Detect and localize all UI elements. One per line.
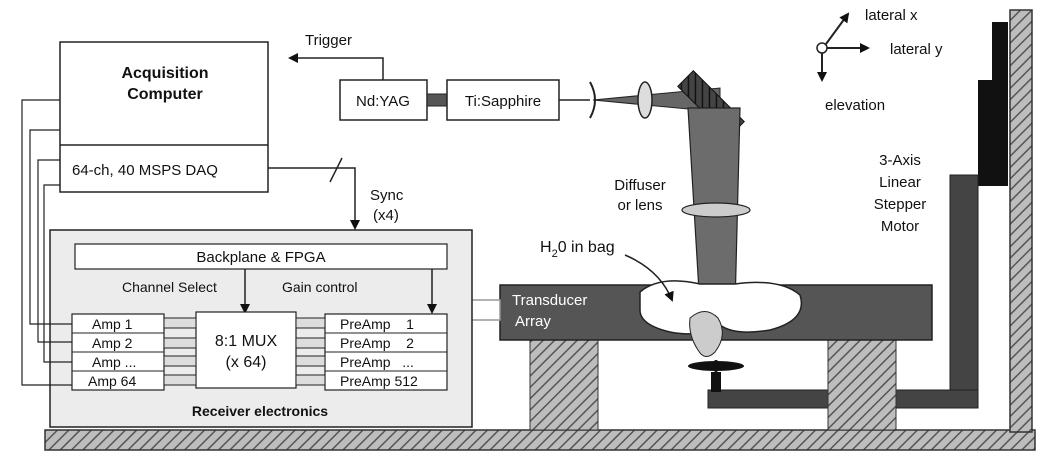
backplane-label: Backplane & FPGA xyxy=(196,249,325,266)
preamp-row-1: PreAmp 1 xyxy=(340,316,414,332)
daq-label: 64-ch, 40 MSPS DAQ xyxy=(72,162,218,179)
transducer-label-1: Transducer xyxy=(512,292,587,309)
mux-label-1: 8:1 MUX xyxy=(215,333,278,350)
diffuser-label-1: Diffuser xyxy=(614,177,665,194)
water-bag xyxy=(639,280,803,335)
water-label: H20 in bag xyxy=(540,239,615,260)
receiver-electronics: Backplane & FPGA Channel Select Gain con… xyxy=(49,229,473,428)
mux-label-2: (x 64) xyxy=(226,354,267,371)
channel-select-label: Channel Select xyxy=(122,279,217,295)
support-right xyxy=(827,337,897,431)
transducer-label-2: Array xyxy=(515,313,551,330)
axis-indicator: lateral x lateral y elevation xyxy=(816,7,943,114)
tisapphire-box xyxy=(446,79,560,121)
motor-label-2: Linear xyxy=(879,174,921,191)
acquisition-computer: Acquisition Computer 64-ch, 40 MSPS DAQ xyxy=(59,41,269,193)
ndyag-box xyxy=(339,79,428,121)
ndyag-label: Nd:YAG xyxy=(356,93,410,110)
trigger-label: Trigger xyxy=(305,32,352,49)
amp-row-2: Amp 2 xyxy=(92,335,133,351)
preamp-row-4: PreAmp 512 xyxy=(340,373,418,389)
amp-row-3: Amp ... xyxy=(92,354,136,370)
gain-control-label: Gain control xyxy=(282,279,357,295)
sync-count-label: (x4) xyxy=(373,207,399,224)
stepper-motor: 3-Axis Linear Stepper Motor xyxy=(707,22,1008,409)
axis-elevation-label: elevation xyxy=(825,97,885,114)
axis-x-label: lateral x xyxy=(865,7,918,24)
preamp-row-3: PreAmp ... xyxy=(340,354,414,370)
amp-row-4: Amp 64 xyxy=(88,373,136,389)
tisapphire-label: Ti:Sapphire xyxy=(465,93,541,110)
motor-label-3: Stepper xyxy=(874,196,927,213)
diffuser-label-2: or lens xyxy=(617,197,662,214)
ground-base xyxy=(44,429,1036,451)
support-left xyxy=(529,337,599,431)
amp-row-1: Amp 1 xyxy=(92,316,133,332)
motor-label-4: Motor xyxy=(881,218,919,235)
preamp-row-2: PreAmp 2 xyxy=(340,335,414,351)
receiver-label: Receiver electronics xyxy=(192,403,328,419)
acq-title-2: Computer xyxy=(127,86,203,103)
axis-y-label: lateral y xyxy=(890,41,943,58)
acq-title-1: Acquisition xyxy=(121,65,208,82)
motor-label-1: 3-Axis xyxy=(879,152,921,169)
sync-label: Sync xyxy=(370,187,404,204)
support-wall xyxy=(1009,9,1033,433)
